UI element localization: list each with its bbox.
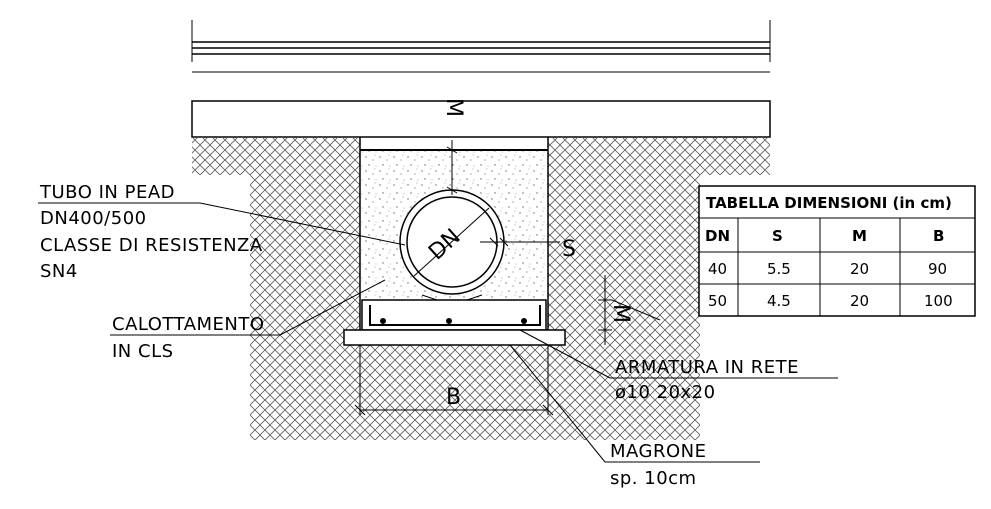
table-cell: 4.5: [767, 292, 791, 310]
encasement-label-line1: CALOTTAMENTO: [112, 314, 265, 335]
table-header-m: M: [852, 227, 867, 245]
leader-lines: [38, 202, 838, 463]
dimension-lines: [354, 140, 661, 416]
base-slab: [361, 299, 547, 331]
table-header-s: S: [772, 227, 783, 245]
table-cell: 20: [850, 260, 869, 278]
rebar-label-line2: ø10 20x20: [615, 382, 716, 403]
lean-label-line2: sp. 10cm: [610, 468, 697, 489]
pipe-label-line3: CLASSE DI RESISTENZA: [40, 235, 263, 256]
dim-s-label: S: [562, 237, 576, 262]
table-cell: 50: [708, 292, 727, 310]
lean-label-line1: MAGRONE: [610, 441, 707, 462]
pipe-label-line1: TUBO IN PEAD: [39, 182, 175, 203]
table-cell: 90: [928, 260, 947, 278]
table-header-dn: DN: [705, 227, 730, 245]
pipe-label-line4: SN4: [40, 261, 78, 282]
dim-m-top-label: M: [441, 98, 466, 117]
dim-b-label: B: [446, 385, 461, 410]
table-cell: 100: [924, 292, 953, 310]
table-cell: 5.5: [767, 260, 791, 278]
soil-hatch: [192, 137, 770, 440]
pipe: [399, 189, 505, 306]
lean-concrete: [343, 329, 566, 346]
table-cell: 20: [850, 292, 869, 310]
table-header-b: B: [933, 227, 944, 245]
table-cell: 40: [708, 260, 727, 278]
pipe-label-line2: DN400/500: [40, 208, 147, 229]
table-title: TABELLA DIMENSIONI (in cm): [706, 194, 952, 212]
dimension-table: TABELLA DIMENSIONI (in cm) DN S M B 40 5…: [698, 185, 976, 317]
dim-m-side-label: M: [608, 304, 633, 323]
rebar-label-line1: ARMATURA IN RETE: [615, 357, 799, 378]
encasement-label-line2: IN CLS: [112, 341, 174, 362]
road-layers: [191, 20, 771, 138]
